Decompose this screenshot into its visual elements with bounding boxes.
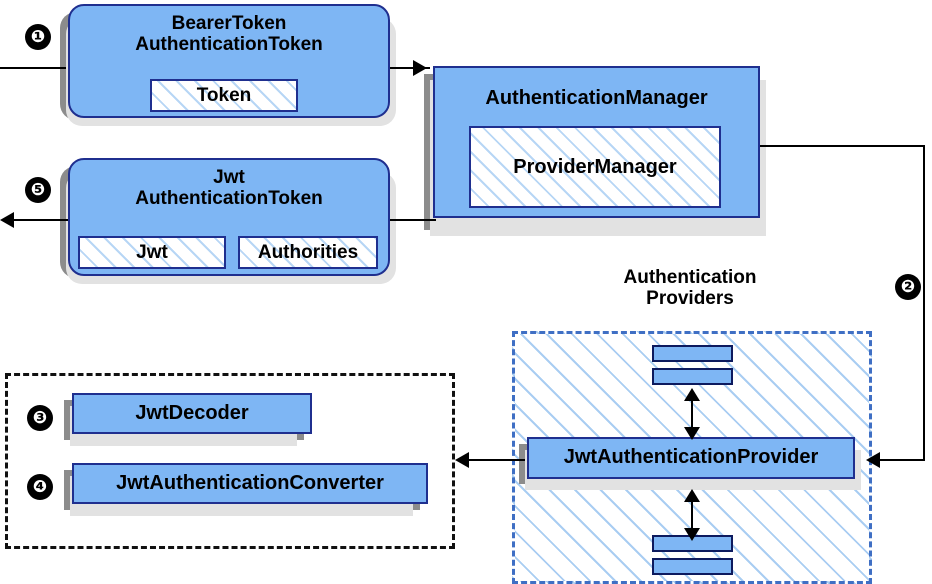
provider-stack-top-bar-1 bbox=[652, 345, 733, 362]
authentication-providers-label-line2: Providers bbox=[646, 288, 734, 310]
request-in-line bbox=[0, 67, 66, 69]
authentication-providers-label: Authentication Providers bbox=[575, 267, 805, 310]
manager-to-provider-line bbox=[880, 459, 925, 461]
provider-down-link-arrowhead-down bbox=[684, 528, 700, 541]
provider-up-link-arrowhead-up bbox=[684, 388, 700, 401]
jwt-decoder-label: JwtDecoder bbox=[135, 401, 249, 424]
provider-manager-inner[interactable]: ProviderManager bbox=[469, 126, 721, 208]
provider-stack-top-bar-2 bbox=[652, 368, 733, 385]
jwt-token-inner-jwt[interactable]: Jwt bbox=[78, 236, 226, 269]
bearer-to-manager-line bbox=[390, 67, 430, 69]
jwt-authentication-converter-node[interactable]: JwtAuthenticationConverter bbox=[72, 463, 428, 504]
provider-to-support-arrowhead bbox=[455, 452, 469, 468]
jwt-token-inner-authorities[interactable]: Authorities bbox=[238, 236, 378, 269]
provider-up-link-line bbox=[691, 391, 693, 433]
bearer-token-title-line2: AuthenticationToken bbox=[135, 33, 323, 55]
jwt-token-inner-authorities-label: Authorities bbox=[257, 241, 359, 263]
jwt-authentication-provider-node[interactable]: JwtAuthenticationProvider bbox=[527, 437, 855, 479]
manager-to-jwt-token-line bbox=[388, 219, 436, 221]
provider-stack-bottom-bar-2 bbox=[652, 558, 733, 575]
manager-right-line bbox=[758, 145, 925, 147]
step-badge-5: ❺ bbox=[25, 177, 51, 203]
provider-down-link-line bbox=[691, 492, 693, 534]
authentication-providers-label-line1: Authentication bbox=[623, 267, 757, 288]
jwt-decoder-node[interactable]: JwtDecoder bbox=[72, 393, 312, 434]
step-badge-2: ❷ bbox=[895, 274, 921, 300]
step-badge-3: ❸ bbox=[27, 405, 53, 431]
authentication-manager-title: AuthenticationManager bbox=[485, 87, 708, 109]
result-out-arrowhead bbox=[0, 212, 14, 228]
bearer-to-manager-arrowhead bbox=[413, 60, 427, 76]
result-out-line bbox=[14, 219, 72, 221]
jwt-token-title-line2: AuthenticationToken bbox=[135, 187, 323, 209]
step-badge-4: ❹ bbox=[27, 474, 53, 500]
jwt-authentication-converter-label: JwtAuthenticationConverter bbox=[116, 471, 384, 494]
step-badge-1: ❶ bbox=[25, 24, 51, 50]
bearer-token-inner-token[interactable]: Token bbox=[150, 79, 298, 112]
jwt-authentication-provider-label: JwtAuthenticationProvider bbox=[563, 446, 819, 469]
manager-down-line bbox=[923, 145, 925, 460]
provider-up-link-arrowhead-down bbox=[684, 427, 700, 440]
bearer-token-inner-label: Token bbox=[196, 84, 252, 106]
jwt-token-title-line1: Jwt bbox=[213, 167, 245, 188]
provider-down-link-arrowhead-up bbox=[684, 489, 700, 502]
jwt-token-inner-jwt-label: Jwt bbox=[136, 241, 168, 263]
provider-to-support-line bbox=[469, 459, 525, 461]
manager-to-provider-arrowhead bbox=[866, 452, 880, 468]
support-components-group bbox=[5, 373, 455, 549]
provider-manager-label: ProviderManager bbox=[513, 155, 677, 178]
bearer-token-title-line1: BearerToken bbox=[171, 13, 287, 34]
